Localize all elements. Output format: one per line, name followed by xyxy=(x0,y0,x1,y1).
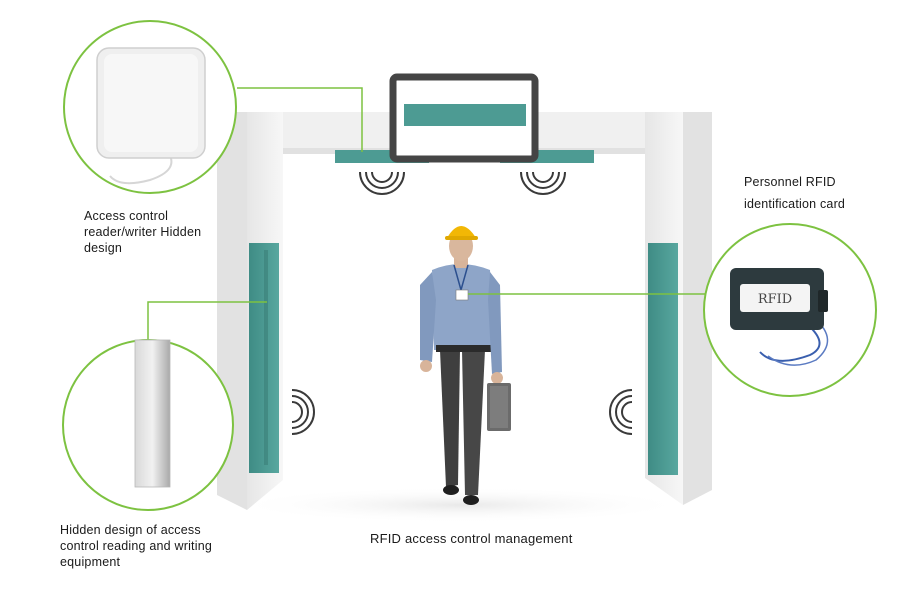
right-pillar-teal-panel xyxy=(648,243,678,475)
hidden-equipment-label-line: Hidden design of access xyxy=(60,523,201,537)
card-rfid-text: RFID xyxy=(758,292,792,307)
reader-label-line: reader/writer Hidden xyxy=(84,225,202,239)
worker-figure xyxy=(420,226,511,505)
rfid-card-icon: RFID xyxy=(730,268,828,330)
rfid-reader-antenna-icon xyxy=(96,47,206,159)
hidden-equipment-label: Hidden design of access control reading … xyxy=(60,522,250,570)
card-label: Personnel RFID identification card xyxy=(744,171,894,215)
hidden-equipment-label-line: control reading and writing xyxy=(60,539,213,553)
card-label-line: Personnel RFID xyxy=(744,175,836,189)
hidden-equipment-label-line: equipment xyxy=(60,555,121,569)
connector-lines xyxy=(147,87,705,340)
signal-wave-ceiling-right xyxy=(520,171,566,195)
panel-antenna-icon xyxy=(134,339,171,488)
signal-wave-right-pillar xyxy=(609,389,633,435)
reader-callout xyxy=(63,20,237,194)
center-caption: RFID access control management xyxy=(370,531,573,546)
card-callout: RFID xyxy=(703,223,877,397)
reader-label-line: design xyxy=(84,241,123,255)
display-monitor xyxy=(389,73,539,163)
signal-wave-left-pillar xyxy=(291,389,315,435)
reader-label-line: Access control xyxy=(84,209,169,223)
signal-wave-ceiling-left xyxy=(359,171,405,195)
right-pillar xyxy=(645,112,712,505)
card-label-line: identification card xyxy=(744,197,846,211)
reader-label: Access control reader/writer Hidden desi… xyxy=(84,208,234,256)
hidden-antenna-callout xyxy=(62,339,234,511)
